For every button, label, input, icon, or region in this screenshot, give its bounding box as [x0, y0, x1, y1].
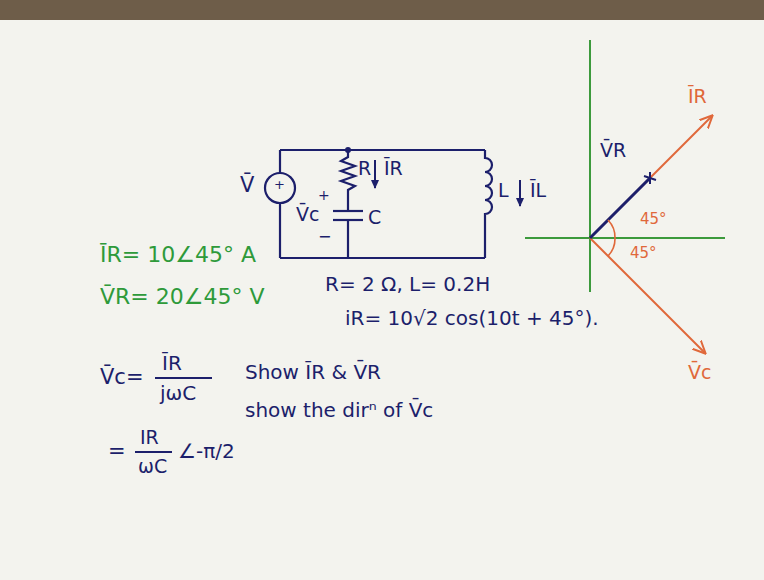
capacitor-voltage-phasor [590, 238, 705, 353]
angle-arc [608, 238, 615, 256]
current-arrow [519, 180, 521, 206]
current-phasor [590, 116, 712, 238]
angle-arc [608, 220, 615, 238]
instruction-note: show the dirⁿ of V̄c [245, 399, 433, 421]
resistor-voltage-phasor [590, 178, 650, 238]
angle-label: 45° [630, 245, 657, 262]
circuit-wires [280, 150, 492, 258]
phasor-value: V̄R= 20∠45° V [100, 285, 265, 309]
angle-label: 45° [640, 211, 667, 228]
phasor-axes [525, 40, 725, 292]
fraction-bar [155, 377, 212, 379]
phasor-tip-mark [644, 172, 656, 184]
phasor-value: ĪR= 10∠45° A [100, 243, 256, 267]
polarity-mark: − [318, 228, 331, 246]
equation-term: ∠-π/2 [178, 440, 235, 462]
equation-term: IR [140, 427, 159, 448]
source-label: V̄ [240, 174, 254, 197]
phasor-label: ĪR [688, 86, 707, 107]
parameter-note: R= 2 Ω, L= 0.2H [325, 273, 490, 295]
polarity-mark: + [274, 178, 285, 192]
instruction-note: Show ĪR & V̄R [245, 361, 381, 383]
phasor-label: V̄c [688, 362, 711, 383]
current-label: ĪL [530, 180, 546, 201]
phasor-label: V̄R [600, 140, 626, 161]
fraction-bar [135, 451, 172, 453]
equation-term: jωC [160, 382, 196, 404]
voltage-source-symbol [265, 173, 295, 203]
equation-term: V̄c= [100, 366, 144, 389]
junction-dot [345, 147, 351, 153]
current-arrow [374, 160, 376, 188]
voltage-label: V̄c [296, 204, 319, 225]
component-label: C [368, 207, 381, 228]
equation-term: ĪR [162, 352, 182, 374]
board-frame [0, 0, 764, 20]
equation-term: = [108, 440, 126, 463]
component-label: R [358, 158, 371, 179]
component-label: L [498, 180, 509, 201]
current-label: ĪR [384, 158, 403, 179]
time-expression: iR= 10√2 cos(10t + 45°). [345, 307, 599, 329]
polarity-mark: + [318, 188, 330, 203]
equation-term: ωC [138, 456, 167, 477]
